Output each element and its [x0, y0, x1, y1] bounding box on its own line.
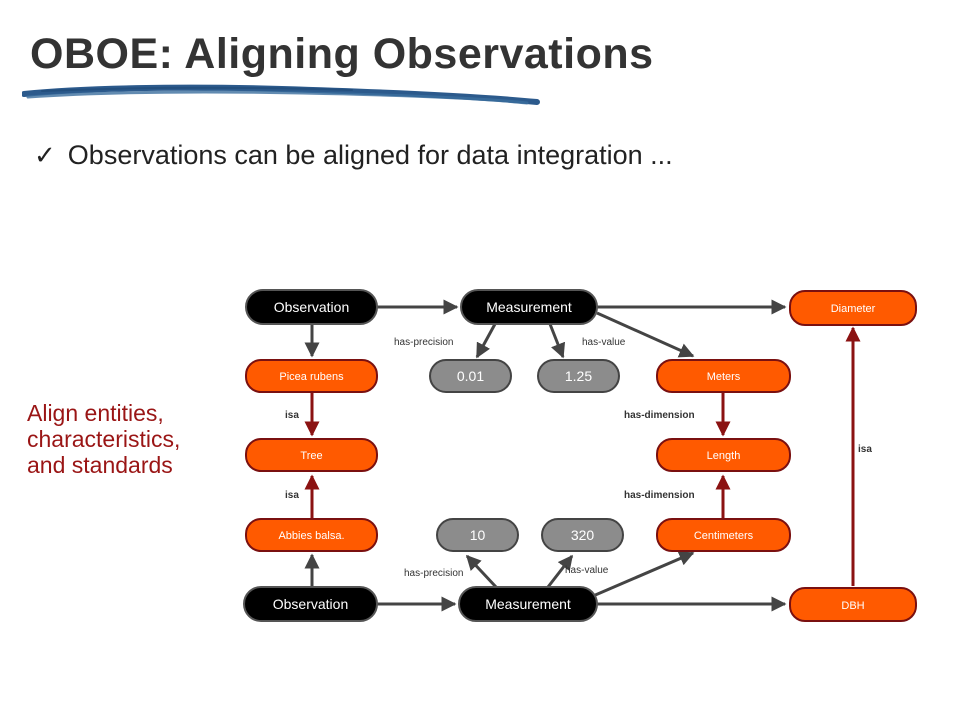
value-320-node: 320 [541, 518, 624, 552]
meters-node-label: Meters [707, 371, 741, 383]
meters-node: Meters [656, 359, 791, 393]
edge-meas-bot-to-10 [465, 554, 498, 589]
edge-meas-top-to-125 [548, 323, 566, 359]
side-note-line-3: and standards [27, 452, 173, 478]
picea-rubens-node: Picea rubens [245, 359, 378, 393]
title-underline-brush [22, 84, 540, 105]
label-isa-picea-tree: isa [285, 410, 299, 421]
label-has-precision-top: has-precision [394, 337, 453, 348]
picea-rubens-node-label: Picea rubens [279, 371, 344, 383]
value-1-25-node: 1.25 [537, 359, 620, 393]
label-isa-dbh-diameter: isa [858, 444, 872, 455]
tree-node: Tree [245, 438, 378, 472]
label-has-precision-bot: has-precision [404, 568, 463, 579]
side-note-line-1: Align entities, [27, 400, 164, 426]
length-node: Length [656, 438, 791, 472]
label-has-value-top: has-value [582, 337, 626, 348]
edge-meas-top-to-001 [475, 323, 497, 359]
observation-node-bottom-label: Observation [273, 596, 348, 612]
dbh-node: DBH [789, 587, 917, 622]
side-note-line-2: characteristics, [27, 426, 181, 452]
bullet-text: Observations can be aligned for data int… [67, 140, 673, 170]
tree-node-label: Tree [300, 450, 322, 462]
observation-node-top: Observation [245, 289, 378, 325]
value-10-node-label: 10 [470, 527, 486, 543]
diameter-node-label: Diameter [831, 303, 876, 315]
side-note: Align entities, characteristics, and sta… [27, 400, 237, 478]
measurement-node-bottom-label: Measurement [485, 596, 571, 612]
edge-meas-bot-to-cm [592, 551, 695, 598]
label-has-dimension-meters: has-dimension [624, 410, 695, 421]
observation-node-top-label: Observation [274, 299, 349, 315]
diameter-node: Diameter [789, 290, 917, 326]
observation-node-bottom: Observation [243, 586, 378, 622]
measurement-node-top-label: Measurement [486, 299, 572, 315]
nodes: Observation Measurement Diameter Picea r… [243, 289, 917, 622]
value-0-01-node: 0.01 [429, 359, 512, 393]
measurement-node-bottom: Measurement [458, 586, 598, 622]
measurement-node-top: Measurement [460, 289, 598, 325]
centimeters-node-label: Centimeters [694, 530, 754, 542]
edge-meas-bot-to-320 [546, 554, 574, 588]
centimeters-node: Centimeters [656, 518, 791, 552]
bullet-item: ✓ Observations can be aligned for data in… [34, 140, 673, 171]
value-320-node-label: 320 [571, 527, 595, 543]
value-0-01-node-label: 0.01 [457, 368, 484, 384]
value-1-25-node-label: 1.25 [565, 368, 592, 384]
label-has-value-bot: has-value [565, 565, 609, 576]
edge-meas-top-to-meters [596, 311, 695, 358]
label-isa-abbies-tree: isa [285, 490, 299, 501]
length-node-label: Length [707, 450, 741, 462]
dbh-node-label: DBH [841, 600, 864, 612]
edges [304, 299, 861, 612]
edge-labels: has-precision has-value isa isa has-dime… [285, 337, 872, 579]
abbies-balsa-node: Abbies balsa. [245, 518, 378, 552]
abbies-balsa-node-label: Abbies balsa. [278, 530, 344, 542]
check-icon: ✓ [34, 140, 56, 170]
label-has-dimension-cm: has-dimension [624, 490, 695, 501]
value-10-node: 10 [436, 518, 519, 552]
slide-title: OBOE: Aligning Observations [30, 30, 654, 78]
